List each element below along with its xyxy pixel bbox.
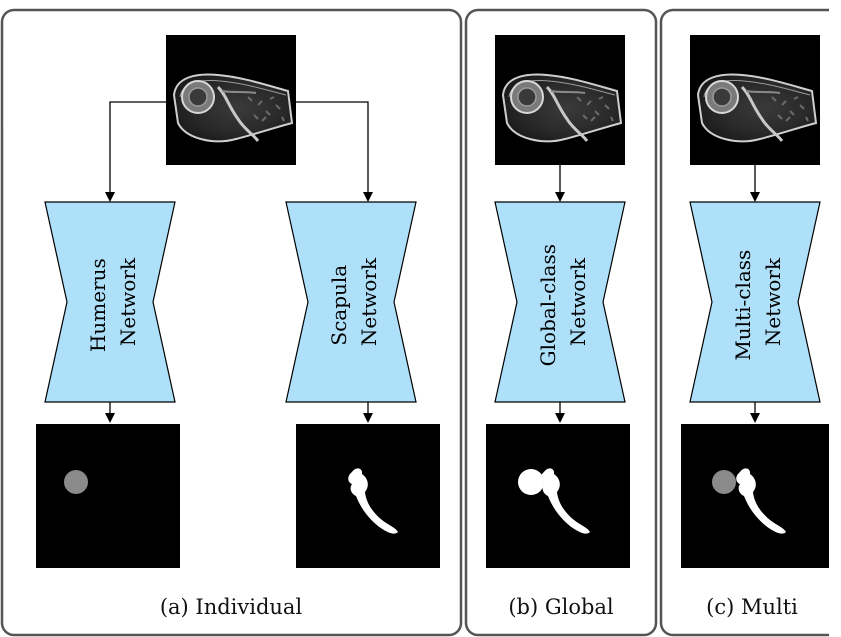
arrow-global-network-to-output	[555, 402, 565, 423]
arrow-scapula-network-to-output	[363, 402, 373, 423]
input-mri-image-individual	[164, 33, 298, 167]
multi-mask-output	[681, 424, 829, 568]
global-humerus-mask	[518, 469, 544, 495]
caption-individual: (a) Individual	[160, 595, 303, 619]
arrow-humerus-network-to-output	[105, 402, 115, 423]
arrow-input-to-humerus-network	[105, 101, 166, 202]
input-mri-image-multi	[688, 33, 822, 167]
scapula-mask	[348, 468, 398, 534]
humerus-mask-output	[36, 424, 180, 568]
scapula-mask-output	[296, 424, 440, 568]
scapula-network-label: Scapula Network	[327, 257, 381, 346]
scapula-network: Scapula Network	[285, 201, 417, 403]
arrow-multi-network-to-output	[750, 402, 760, 423]
global-class-network: Global-class Network	[494, 201, 626, 403]
humerus-network-label: Humerus Network	[86, 252, 140, 352]
global-mask-output	[486, 424, 630, 568]
multi-class-network-label: Multi-class Network	[731, 243, 785, 360]
arrow-input-to-multi-network	[750, 165, 760, 202]
global-scapula-mask	[540, 468, 590, 534]
multi-humerus-mask	[712, 470, 736, 494]
humerus-network: Humerus Network	[44, 201, 176, 403]
caption-global: (b) Global	[508, 595, 614, 619]
caption-multi: (c) Multi	[706, 595, 798, 619]
arrow-input-to-global-network	[555, 165, 565, 202]
humerus-mask	[64, 470, 88, 494]
multi-scapula-mask	[736, 468, 786, 534]
input-mri-image-global	[493, 33, 627, 167]
arrow-input-to-scapula-network	[296, 101, 373, 202]
multi-class-network: Multi-class Network	[689, 201, 821, 403]
global-class-network-label: Global-class Network	[536, 238, 590, 367]
